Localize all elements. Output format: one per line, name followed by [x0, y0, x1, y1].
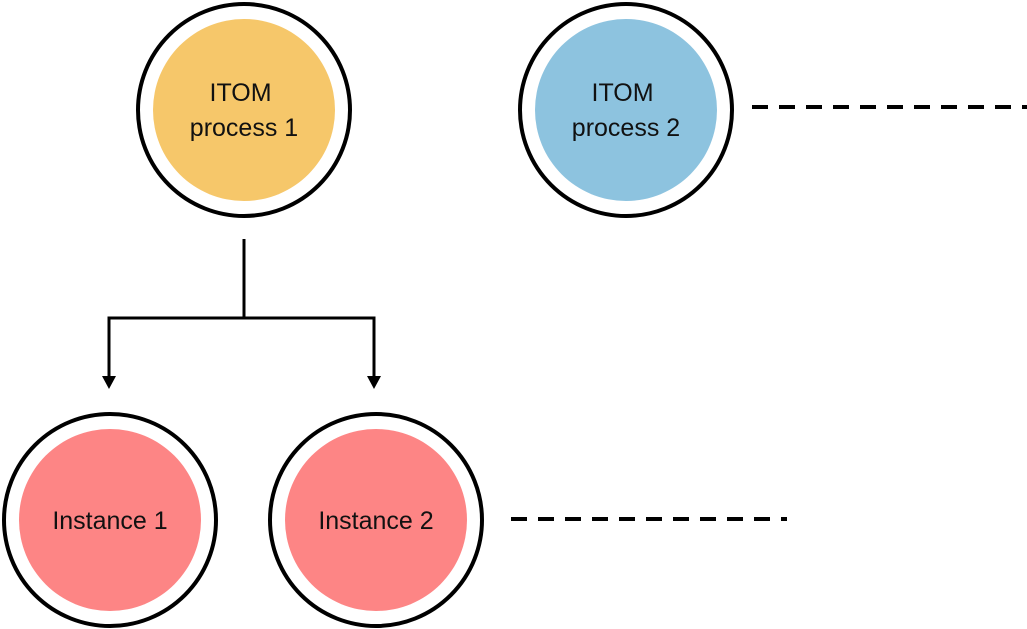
arrowhead-to-instance-1 — [102, 376, 116, 389]
branch-connector — [102, 239, 381, 389]
node-label: ITOM process 2 — [572, 79, 680, 142]
node-fill — [19, 429, 201, 611]
node-instance-2: Instance 2 — [268, 412, 484, 628]
node-label: Instance 2 — [318, 507, 433, 535]
node-label-line-2: process 2 — [572, 114, 680, 142]
node-fill — [535, 19, 717, 201]
node-label-line-2: process 1 — [190, 114, 298, 142]
node-fill — [285, 429, 467, 611]
node-instance-1: Instance 1 — [2, 412, 218, 628]
node-itom-process-1: ITOM process 1 — [136, 2, 352, 218]
node-label: Instance 1 — [52, 507, 167, 535]
node-label-line-1: ITOM — [210, 79, 272, 107]
node-label: ITOM process 1 — [190, 79, 298, 142]
node-fill — [153, 19, 335, 201]
arrowhead-to-instance-2 — [367, 376, 381, 389]
node-label-line-1: ITOM — [592, 79, 654, 107]
node-itom-process-2: ITOM process 2 — [518, 2, 734, 218]
